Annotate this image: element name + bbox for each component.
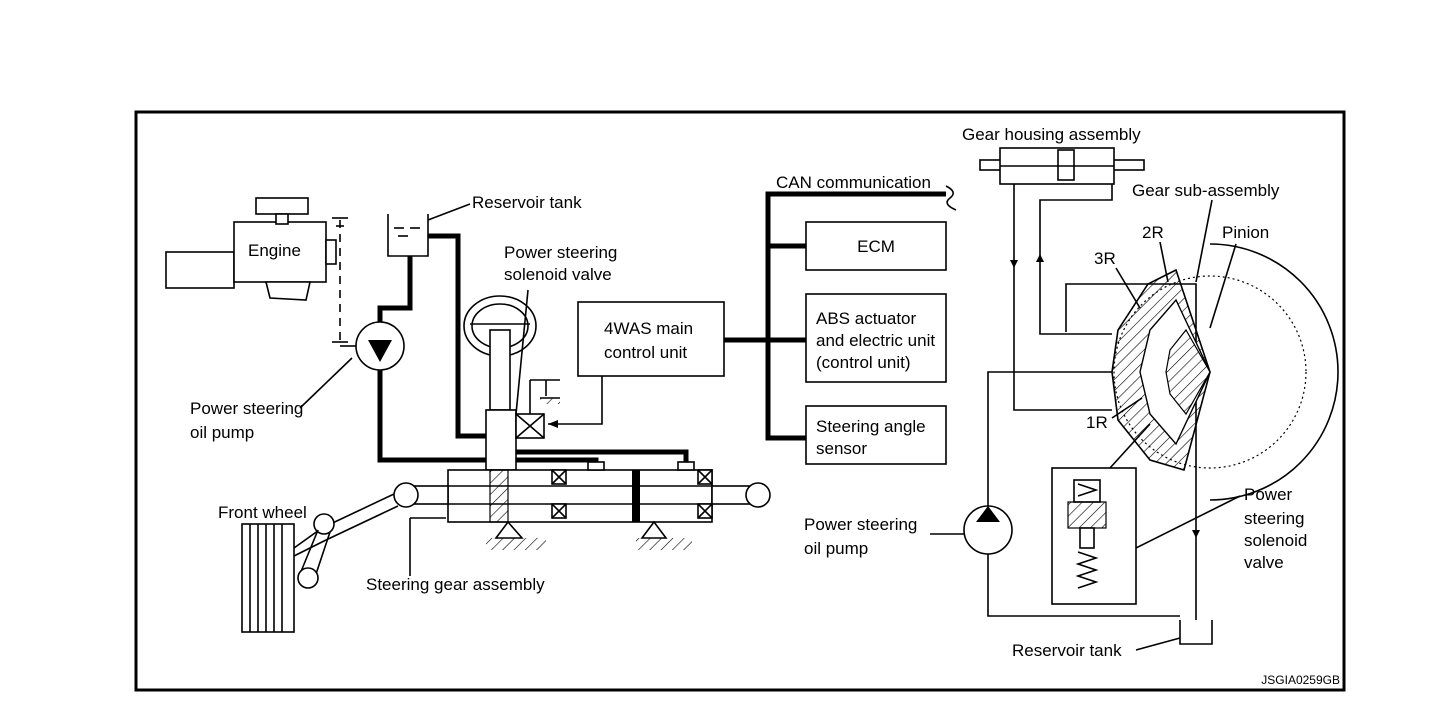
steering-angle-sensor-box: Steering angle sensor [805, 405, 947, 465]
front-wheel-label: Front wheel [218, 503, 307, 522]
chamber-1r-label: 1R [1086, 413, 1108, 432]
abs-unit-label-1: ABS actuator [816, 309, 917, 328]
gear-housing-assembly-label: Gear housing assembly [962, 125, 1141, 144]
figure-code: JSGIA0259GB [1261, 673, 1340, 687]
gear-sub-assembly: Gear sub-assembly Pinion 2R 3R 1R [1086, 181, 1339, 501]
ps-oil-pump-right-label-2: oil pump [804, 539, 868, 558]
abs-unit-box: ABS actuator and electric unit (control … [805, 293, 947, 383]
ps-oil-pump-right: Power steering oil pump [804, 505, 1013, 558]
steering-angle-sensor-label-1: Steering angle [816, 417, 926, 436]
gear-housing-assembly: Gear housing assembly [962, 125, 1145, 185]
reservoir-tank-left-label: Reservoir tank [472, 193, 582, 212]
ecm-label: ECM [857, 237, 895, 256]
reservoir-tank-right: Reservoir tank [1012, 620, 1213, 660]
engine-label: Engine [248, 241, 301, 260]
drive-belt [332, 217, 348, 343]
ps-solenoid-valve-right-label-1: Power [1244, 485, 1293, 504]
ecm-box: ECM [805, 221, 947, 271]
ps-oil-pump-left-label-1: Power steering [190, 399, 303, 418]
steering-angle-sensor-label-2: sensor [816, 439, 867, 458]
ps-oil-pump-left: Power steering oil pump [190, 321, 405, 442]
ps-solenoid-valve-right-label-4: valve [1244, 553, 1284, 572]
diagram-frame [134, 110, 1346, 692]
ps-solenoid-valve-right-label-2: steering [1244, 509, 1304, 528]
chamber-2r-label: 2R [1142, 223, 1164, 242]
engine-assembly: Engine [165, 197, 337, 301]
main-control-unit-label-2: control unit [604, 343, 687, 362]
reservoir-tank-right-label: Reservoir tank [1012, 641, 1122, 660]
gear-sub-assembly-label: Gear sub-assembly [1132, 181, 1280, 200]
ps-solenoid-valve-left-label-1: Power steering [504, 243, 617, 262]
front-wheel: Front wheel [218, 493, 399, 633]
can-communication-label: CAN communication [776, 173, 931, 192]
chamber-3r-label: 3R [1094, 249, 1116, 268]
ps-solenoid-valve-left-label-2: solenoid valve [504, 265, 612, 284]
abs-unit-label-3: (control unit) [816, 353, 910, 372]
ps-oil-pump-left-label-2: oil pump [190, 423, 254, 442]
main-control-unit-label-1: 4WAS main [604, 319, 693, 338]
steering-gear-assembly-label: Steering gear assembly [366, 575, 545, 594]
pinion-label: Pinion [1222, 223, 1269, 242]
can-bus: CAN communication [724, 173, 957, 441]
ps-solenoid-valve-right: Power steering solenoid valve [1051, 423, 1307, 605]
steering-gear-assembly: Steering gear assembly [366, 461, 771, 594]
hydraulic-lines-right [987, 184, 1200, 620]
abs-unit-label-2: and electric unit [816, 331, 935, 350]
ps-solenoid-valve-right-label-3: solenoid [1244, 531, 1307, 550]
steering-wheel [463, 295, 537, 471]
ps-oil-pump-right-label-1: Power steering [804, 515, 917, 534]
ps-solenoid-valve-left: Power steering solenoid valve [504, 243, 617, 439]
main-control-unit: 4WAS main control unit [548, 301, 725, 428]
